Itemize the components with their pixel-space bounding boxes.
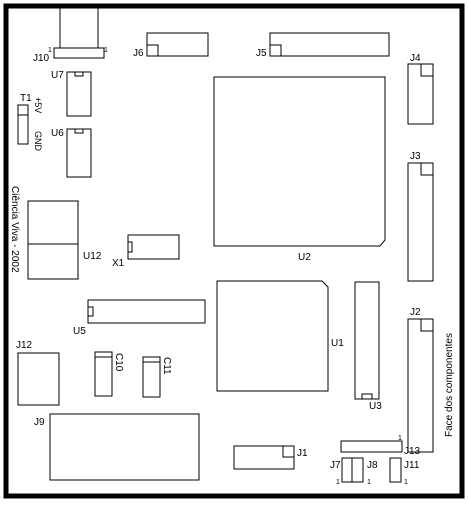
j7-connector <box>341 457 353 483</box>
j12-connector <box>17 352 60 406</box>
c10-top-pad <box>94 351 113 358</box>
j11-connector <box>389 457 402 483</box>
label-j3: J3 <box>410 151 421 162</box>
j5-connector <box>269 32 390 57</box>
label-gnd: GND <box>33 131 43 152</box>
label-plus5v: +5V <box>33 97 43 113</box>
label-j10: J10 <box>33 53 50 64</box>
label-j8: J8 <box>367 460 378 471</box>
j7-pin1-mark: 1 <box>336 479 340 486</box>
j13-pin1-mark: 1 <box>398 435 402 442</box>
j13-connector <box>340 440 403 453</box>
x1-pin1-mark <box>127 241 133 253</box>
j5-pin1-square <box>269 44 282 57</box>
x1-crystal <box>127 234 180 260</box>
label-c10: C10 <box>113 353 124 372</box>
u6-notch <box>74 128 84 134</box>
u5-chip <box>87 299 206 324</box>
label-u12: U12 <box>83 251 102 262</box>
j6-pin1-square <box>146 44 159 57</box>
j2-pin1-square <box>420 318 434 332</box>
label-j11: J11 <box>404 460 420 471</box>
label-j12: J12 <box>16 340 33 351</box>
label-u2: U2 <box>298 252 311 263</box>
j1-pin1-square <box>282 445 295 458</box>
j9-connector <box>49 413 200 481</box>
t1-terminal-pin1 <box>17 104 29 116</box>
c11-top-pad <box>142 356 161 363</box>
j11-pin1-mark: 1 <box>404 479 408 486</box>
label-t1: T1 <box>20 93 32 104</box>
label-c11: C11 <box>161 357 172 375</box>
j2-connector <box>407 318 434 453</box>
board-outline <box>3 3 465 499</box>
label-u5: U5 <box>73 326 86 337</box>
j8-connector <box>351 457 364 483</box>
u7-chip <box>66 71 92 117</box>
u12-module <box>27 200 79 280</box>
label-j4: J4 <box>410 53 421 64</box>
label-u7: U7 <box>51 70 64 81</box>
u2-chip <box>213 76 386 247</box>
label-x1: X1 <box>112 258 125 269</box>
label-u6: U6 <box>51 128 64 139</box>
label-j13: J13 <box>404 446 421 457</box>
label-j2: J2 <box>410 307 421 318</box>
j10-connector <box>53 47 105 59</box>
u1-chip <box>216 280 329 392</box>
j10-pin1-mark-left: 1 <box>48 47 52 54</box>
j3-connector <box>407 162 434 282</box>
u3-chip <box>354 281 380 400</box>
c11-capacitor <box>142 356 161 398</box>
label-j9: J9 <box>34 417 45 428</box>
label-j1: J1 <box>297 448 308 459</box>
j4-pin1-square <box>420 63 434 77</box>
j3-pin1-square <box>420 162 434 176</box>
label-j5: J5 <box>256 48 267 59</box>
u7-notch <box>74 71 84 77</box>
label-j6: J6 <box>133 48 144 59</box>
u3-notch <box>361 393 373 400</box>
label-j7: J7 <box>330 460 341 471</box>
credit-text: Ciência Viva - 2002 <box>9 186 20 273</box>
label-u3: U3 <box>369 401 382 412</box>
j10-connector-body <box>59 7 99 49</box>
component-side-label: Face dos componentes <box>444 333 455 437</box>
u6-chip <box>66 128 92 178</box>
label-u1: U1 <box>331 338 344 349</box>
u5-notch <box>87 306 94 317</box>
j10-pin1-mark-right: 1 <box>104 47 108 54</box>
c10-capacitor <box>94 351 113 397</box>
j8-pin1-mark: 1 <box>367 479 371 486</box>
